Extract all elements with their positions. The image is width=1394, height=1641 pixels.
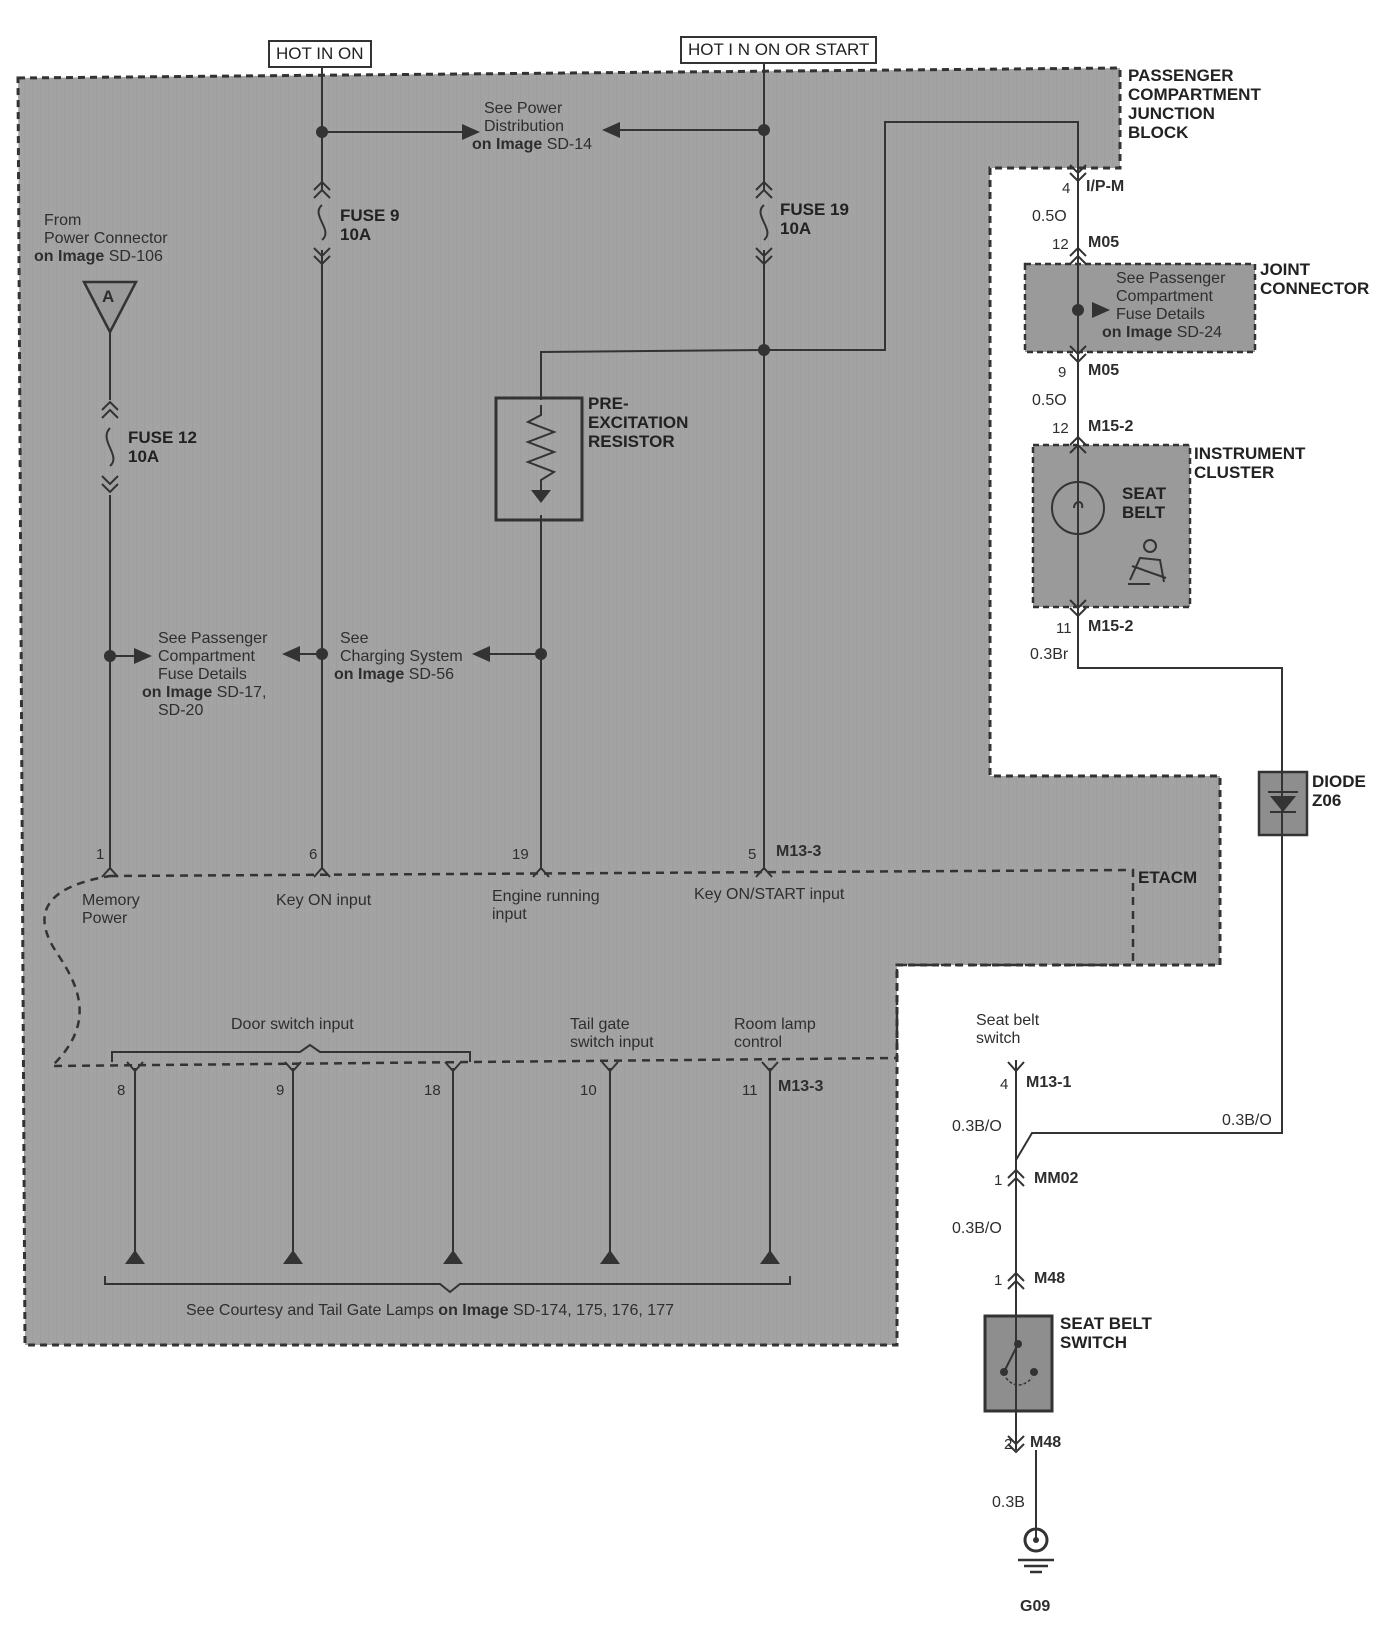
m131-pin: 4	[1000, 1076, 1009, 1093]
charging-system-ref: See Charging System on Image SD-56	[334, 630, 463, 683]
ipm-pin: 4	[1062, 180, 1071, 197]
hot-in-on-label: HOT IN ON	[268, 40, 372, 68]
fuse-details-ref: See Passenger Compartment Fuse Details o…	[142, 630, 268, 719]
m48-connector-a: M48	[1034, 1270, 1066, 1287]
m05-pin-9: 9	[1058, 364, 1067, 381]
pin-5: 5	[748, 846, 757, 863]
seatbelt-icon	[1128, 539, 1167, 585]
m48-pin-2: 2	[1004, 1436, 1013, 1453]
wire-0-5o-a: 0.5O	[1032, 208, 1067, 225]
ground-symbol	[1018, 1527, 1054, 1574]
etacm-outline	[43, 868, 1135, 1068]
arrowheads	[134, 122, 1110, 664]
m152-pin-12: 12	[1052, 420, 1069, 437]
etacm-connector-top: M13-3	[776, 843, 822, 860]
m05-pin-12: 12	[1052, 236, 1069, 253]
power-distribution-ref: See Power Distribution on Image SD-14	[472, 100, 593, 153]
splice-dots	[104, 124, 1084, 662]
wire-0-3bo-b: 0.3B/O	[1222, 1112, 1272, 1129]
right-branch-connectors	[1007, 164, 1087, 1454]
door-switch-bracket	[111, 1043, 471, 1062]
etacm-title: ETACM	[1138, 868, 1198, 887]
pin-8: 8	[117, 1082, 126, 1099]
hot-in-on-or-start-label: HOT I N ON OR START	[680, 36, 878, 64]
fuse-9-symbol	[313, 180, 331, 266]
pin-18: 18	[424, 1082, 441, 1099]
m131-connector: M13-1	[1026, 1074, 1072, 1091]
pin-19: 19	[512, 846, 529, 863]
output-terminals	[125, 1250, 780, 1264]
connector-a-label: A	[102, 287, 115, 306]
seat-belt-lamp-symbol	[1051, 481, 1105, 535]
junction-block-area	[16, 66, 1222, 1347]
pin-9: 9	[276, 1082, 285, 1099]
key-on-input-label: Key ON input	[276, 892, 372, 909]
connector-a-triangle	[81, 280, 139, 335]
m05-connector-a: M05	[1088, 234, 1120, 251]
key-on-start-label: Key ON/START input	[694, 886, 845, 903]
door-switch-label: Door switch input	[231, 1016, 354, 1033]
wire-0-3bo-a: 0.3B/O	[952, 1118, 1002, 1135]
joint-connector-ref: See Passenger Compartment Fuse Details o…	[1102, 270, 1226, 341]
wire-0-5o-b: 0.5O	[1032, 392, 1067, 409]
etacm-top-pins	[101, 866, 773, 878]
pin-11: 11	[742, 1082, 758, 1099]
m152-connector-a: M15-2	[1088, 418, 1134, 435]
pin-10: 10	[580, 1082, 597, 1099]
etacm-bottom-pins	[126, 1061, 1025, 1073]
diode-symbol	[1268, 791, 1298, 813]
fuse-12-symbol	[101, 400, 119, 494]
wire-0-3br: 0.3Br	[1030, 646, 1069, 663]
mm02-pin: 1	[994, 1172, 1003, 1189]
from-connector-ref: From Power Connector on Image SD-106	[34, 212, 168, 265]
resistor-symbol	[494, 396, 584, 522]
instrument-cluster-box	[1031, 443, 1192, 609]
m152-pin-11: 11	[1056, 620, 1072, 637]
m152-connector-b: M15-2	[1088, 618, 1134, 635]
wire-0-3b: 0.3B	[992, 1494, 1025, 1511]
seat-belt-switch-symbol	[1000, 1340, 1038, 1386]
ground-g09-label: G09	[1020, 1598, 1051, 1615]
ipm-connector: I/P-M	[1086, 178, 1125, 195]
pin-1: 1	[96, 846, 105, 863]
mm02-connector: MM02	[1034, 1170, 1079, 1187]
fuse-19-symbol	[755, 180, 773, 266]
courtesy-bracket	[104, 1276, 791, 1294]
etacm-connector-bottom: M13-3	[778, 1078, 824, 1095]
courtesy-lamps-ref: See Courtesy and Tail Gate Lamps on Imag…	[186, 1302, 674, 1319]
m05-connector-b: M05	[1088, 362, 1120, 379]
wire-0-3bo-c: 0.3B/O	[952, 1220, 1002, 1237]
m48-connector-b: M48	[1030, 1434, 1062, 1451]
joint-connector-box	[1023, 262, 1257, 354]
m48-pin-1: 1	[994, 1272, 1003, 1289]
pin-6: 6	[309, 846, 318, 863]
seat-belt-switch-box	[983, 1314, 1054, 1413]
